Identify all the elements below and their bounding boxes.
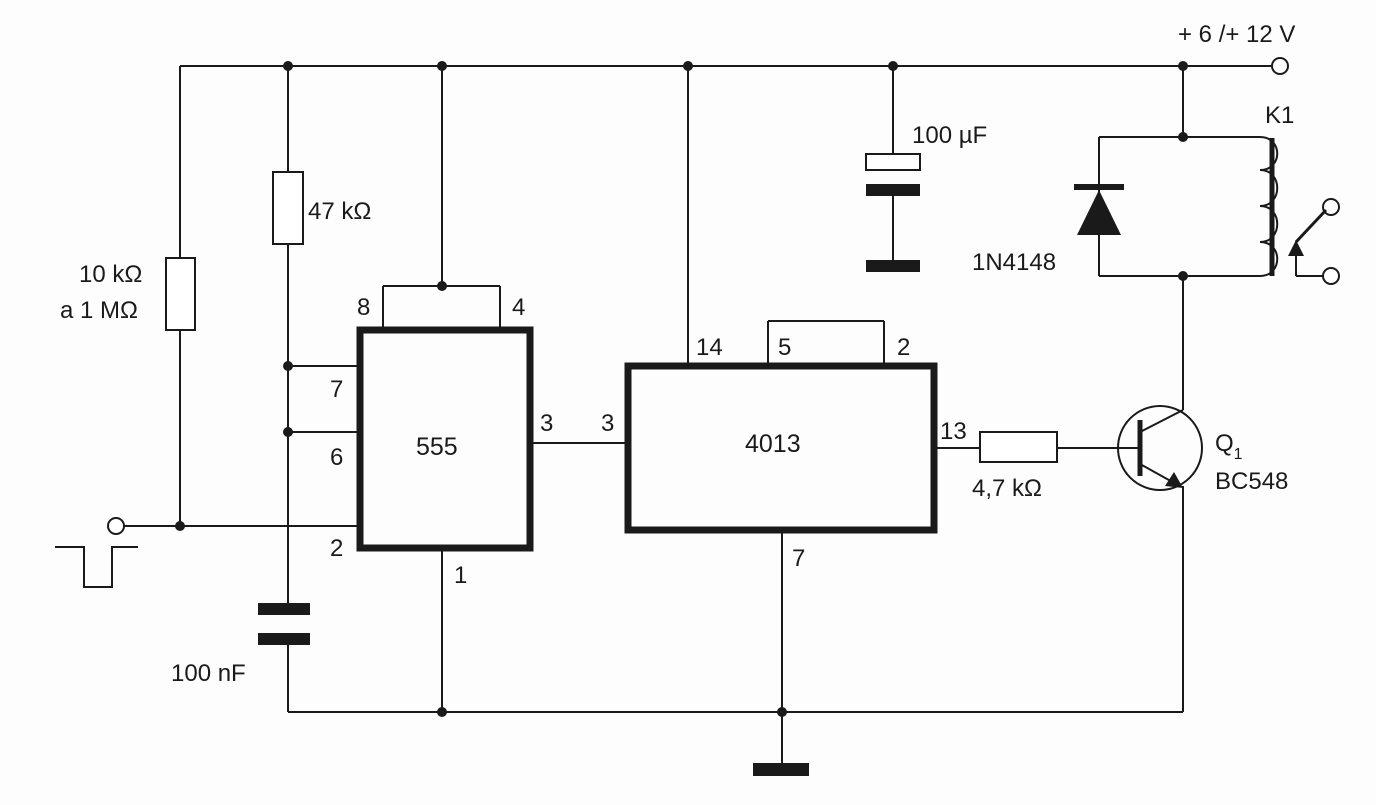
timing-cap-label: 100 nF [171,660,246,687]
transistor-part-label: BC548 [1215,468,1288,495]
ic-555-pin-1: 1 [454,562,467,589]
pot-resistor [165,257,196,331]
ic-555-pin-7: 7 [330,376,343,403]
transistor-label: Q1 [1215,430,1243,463]
ic-555-pin-4: 4 [512,294,525,321]
electrolytic-cap-label: 100 µF [912,122,987,149]
ic-4013-pin-7: 7 [792,545,805,572]
timing-resistor-label: 47 kΩ [308,198,371,225]
ic-555-pin-6: 6 [330,444,343,471]
junction-dots [175,61,1188,717]
pot-resistor-label-line2: a 1 MΩ [60,297,138,324]
base-resistor-label: 4,7 kΩ [972,475,1042,502]
ic-4013-pin-5: 5 [778,334,791,361]
ic-4013-body [624,362,938,534]
ic-555-name: 555 [416,433,458,461]
input-terminal [107,517,125,535]
ic-4013-pin-3: 3 [601,410,614,437]
relay-switch-contact [1288,208,1328,277]
ic-4013-name: 4013 [745,430,801,458]
ic-555-body [356,326,534,552]
wires [55,65,1272,763]
ic-4013-pin-2: 2 [897,334,910,361]
diode-label: 1N4148 [972,249,1056,276]
ground-symbol [753,763,809,776]
transistor-q1 [1116,405,1203,491]
supply-terminal [1271,57,1289,75]
ic-4013-pin-14: 14 [696,334,723,361]
base-resistor [979,431,1058,463]
pot-resistor-label-line1: 10 kΩ [79,261,142,288]
relay-contact-bottom [1322,267,1340,285]
ic-4013-pin-13: 13 [940,418,967,445]
timing-capacitor [258,603,310,645]
ic-555-pin-8: 8 [357,294,370,321]
diode-1n4148 [1074,184,1124,235]
supply-voltage-label: + 6 /+ 12 V [1178,21,1295,48]
ic-555-pin-2: 2 [330,535,343,562]
relay-coil [1259,136,1279,277]
electrolytic-capacitor [865,153,921,272]
relay-label: K1 [1265,102,1294,129]
timing-resistor [272,171,304,245]
ic-555-pin-3: 3 [540,410,553,437]
